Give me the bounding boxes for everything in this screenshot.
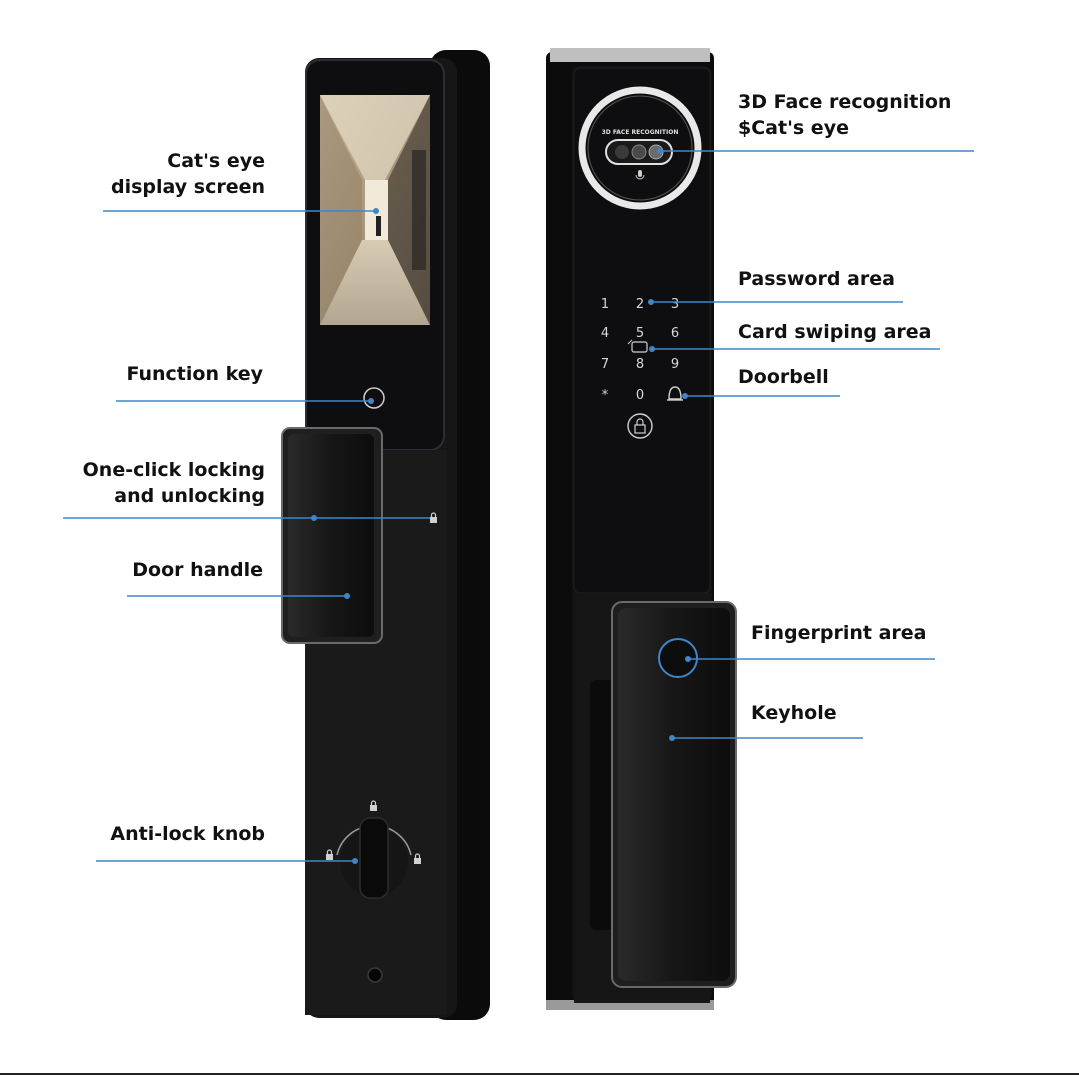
label-function-key-text: Function key — [126, 363, 263, 385]
label-cats-eye-display-line1: Cat's eye — [167, 150, 265, 172]
key-5[interactable]: 5 — [636, 326, 644, 341]
label-password-area: Password area — [738, 266, 895, 292]
face-recognition-module: 3D FACE RECOGNITION — [578, 86, 702, 210]
label-card-swiping-area-text: Card swiping area — [738, 321, 932, 343]
label-door-handle: Door handle — [80, 557, 263, 583]
rear-screw-hole — [367, 967, 383, 983]
knob-lock-icon-right — [414, 853, 421, 864]
label-one-click-line2: and unlocking — [114, 485, 265, 507]
label-keyhole: Keyhole — [751, 700, 837, 726]
key-7[interactable]: 7 — [601, 357, 609, 372]
key-2[interactable]: 2 — [636, 297, 644, 312]
knob-lock-icon-left — [326, 849, 333, 860]
key-6[interactable]: 6 — [671, 326, 679, 341]
camera-lens-center — [631, 144, 647, 160]
label-card-swiping-area: Card swiping area — [738, 319, 931, 345]
lock-button-icon[interactable] — [627, 413, 653, 439]
rear-lock-unit — [281, 50, 490, 1020]
label-anti-lock-knob-text: Anti-lock knob — [110, 823, 265, 845]
key-4[interactable]: 4 — [601, 326, 609, 341]
card-swipe-icon — [627, 339, 648, 353]
label-face-recognition: 3D Face recognition $Cat's eye — [738, 89, 951, 141]
anti-lock-knob[interactable] — [336, 817, 412, 899]
knob-lock-icon-top — [370, 800, 377, 811]
label-fingerprint-area: Fingerprint area — [751, 620, 926, 646]
label-password-area-text: Password area — [738, 268, 895, 290]
label-face-recognition-line2: $Cat's eye — [738, 117, 849, 139]
label-doorbell: Doorbell — [738, 364, 829, 390]
bottom-border — [0, 1073, 1079, 1075]
label-cats-eye-display-line2: display screen — [110, 176, 265, 198]
fingerprint-sensor[interactable] — [658, 638, 698, 678]
face-module-label: 3D FACE RECOGNITION — [602, 129, 679, 136]
key-3[interactable]: 3 — [671, 297, 679, 312]
label-cats-eye-display: Cat's eye display screen — [80, 148, 265, 200]
label-doorbell-text: Doorbell — [738, 366, 829, 388]
rear-door-handle[interactable] — [281, 427, 383, 644]
key-8[interactable]: 8 — [636, 357, 644, 372]
microphone-icon — [635, 170, 645, 180]
keypad[interactable]: 1 2 3 4 5 6 7 8 9 * 0 — [601, 297, 679, 403]
leader-lines — [63, 148, 974, 864]
label-face-recognition-line1: 3D Face recognition — [738, 91, 952, 113]
front-door-handle[interactable] — [611, 601, 737, 988]
one-click-lock-icon[interactable] — [430, 512, 437, 523]
front-lock-unit: 3D FACE RECOGNITION 1 2 3 4 5 6 7 8 9 * … — [546, 48, 737, 1010]
label-keyhole-text: Keyhole — [751, 702, 837, 724]
label-door-handle-text: Door handle — [132, 559, 263, 581]
label-one-click: One-click locking and unlocking — [60, 457, 265, 509]
key-9[interactable]: 9 — [671, 357, 679, 372]
label-function-key: Function key — [80, 361, 263, 387]
label-fingerprint-area-text: Fingerprint area — [751, 622, 927, 644]
key-star[interactable]: * — [602, 388, 609, 403]
key-0[interactable]: 0 — [636, 388, 644, 403]
function-key-button[interactable] — [363, 387, 385, 409]
label-one-click-line1: One-click locking — [82, 459, 265, 481]
person-silhouette — [376, 216, 381, 236]
camera-lens-left — [615, 145, 629, 159]
doorbell-icon[interactable] — [667, 386, 683, 401]
label-anti-lock-knob: Anti-lock knob — [60, 821, 265, 847]
key-1[interactable]: 1 — [601, 297, 609, 312]
